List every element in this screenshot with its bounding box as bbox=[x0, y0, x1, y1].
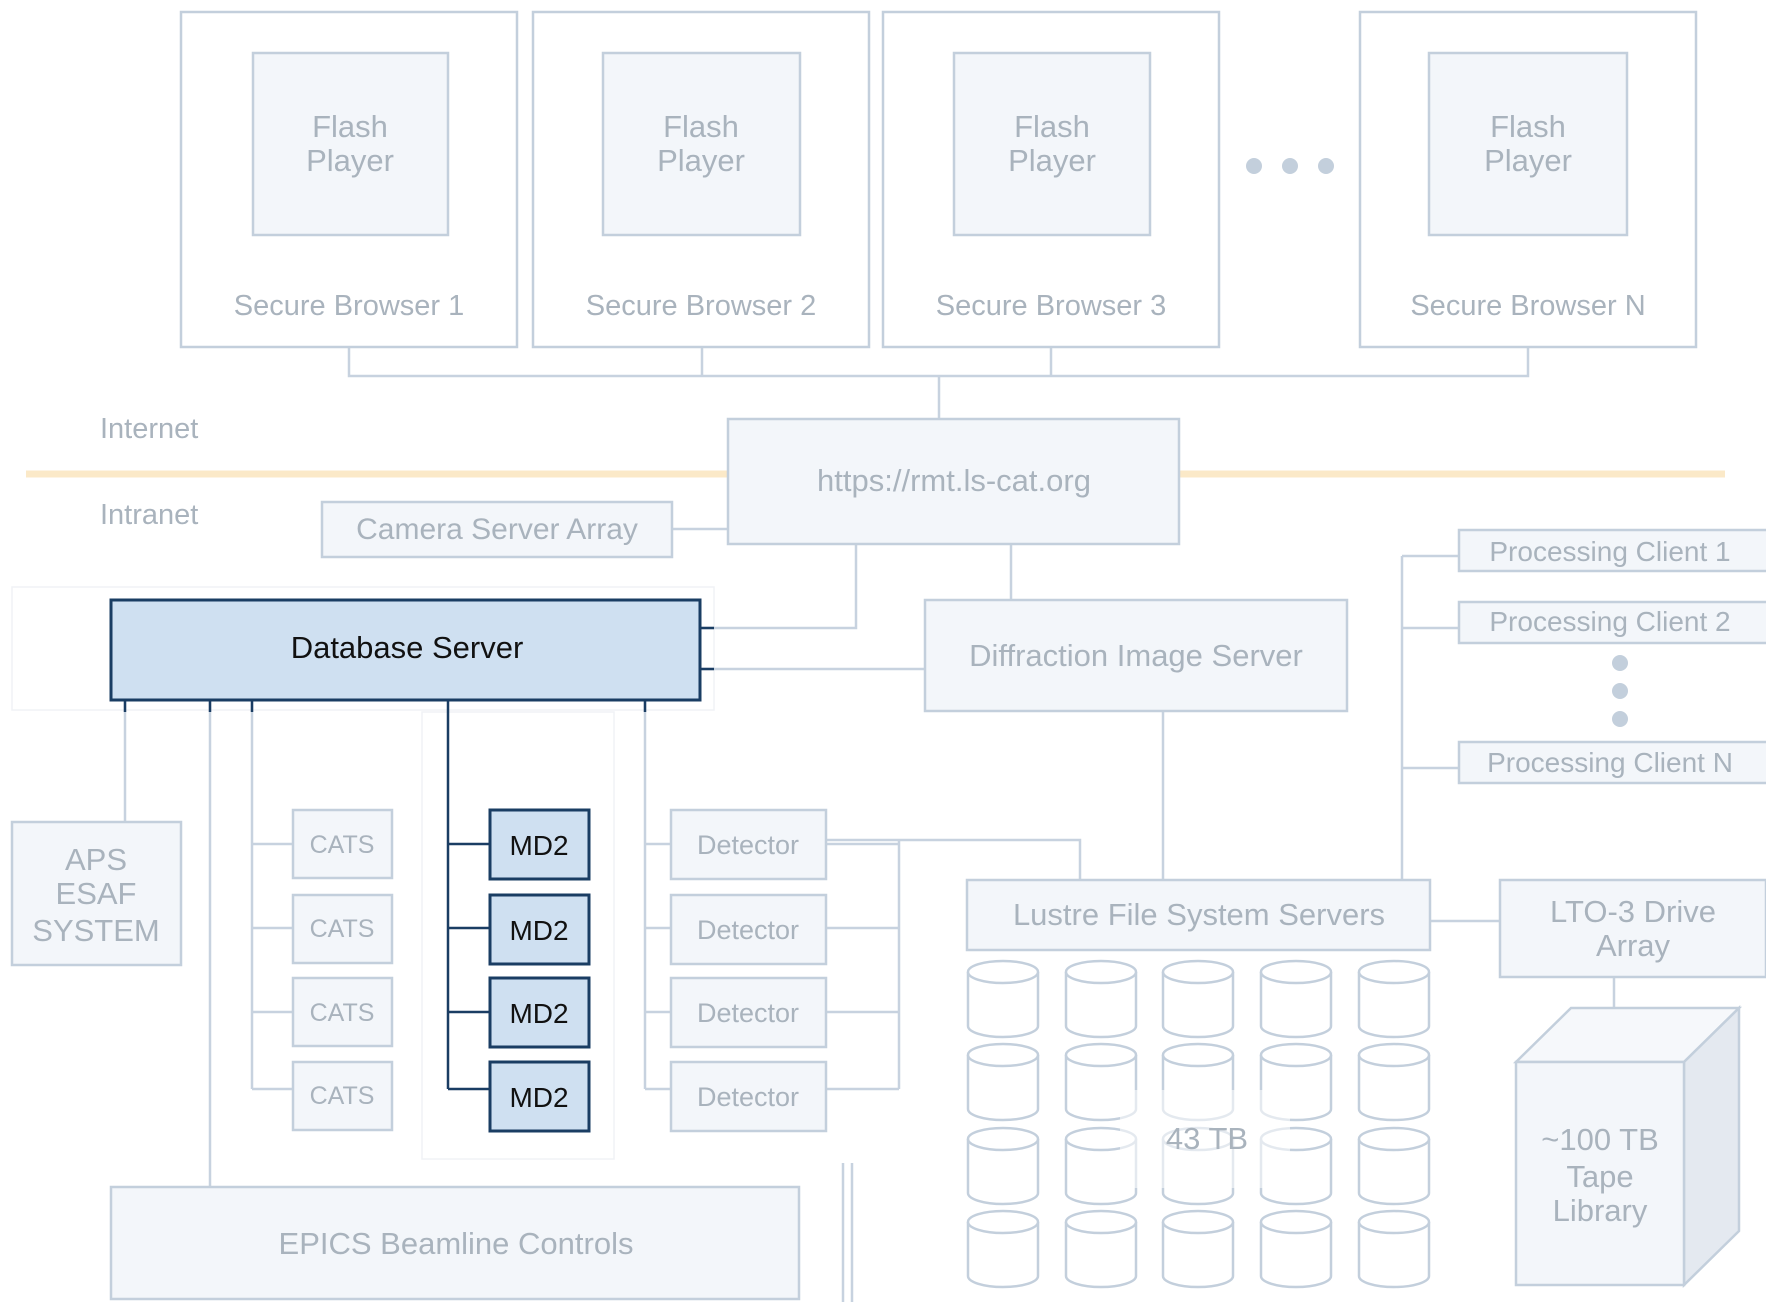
disk-capacity-label: 43 TB bbox=[1166, 1121, 1248, 1156]
intranet-zone-label: Intranet bbox=[100, 499, 198, 531]
processing-client-label: Processing Client N bbox=[1487, 747, 1733, 778]
database-server[interactable]: Database Server bbox=[109, 598, 702, 702]
detector-4[interactable]: Detector bbox=[669, 1060, 828, 1133]
flash-player-label: Flash bbox=[663, 109, 739, 144]
network-connectors bbox=[123, 347, 1616, 1302]
detector-2[interactable]: Detector bbox=[669, 893, 828, 966]
md2-diffractometer-3[interactable]: MD2 bbox=[488, 976, 591, 1049]
disk-storage-array bbox=[966, 959, 1431, 1289]
disk-cylinder bbox=[966, 1042, 1040, 1122]
more-browsers-ellipsis bbox=[1246, 158, 1334, 174]
tape-library[interactable]: ~100 TB Tape Library bbox=[1512, 1005, 1743, 1288]
epics-beamline-controls[interactable]: EPICS Beamline Controls bbox=[109, 1185, 801, 1301]
detector-3[interactable]: Detector bbox=[669, 976, 828, 1049]
lustre-label: Lustre File System Servers bbox=[1013, 897, 1385, 932]
aps-esaf-label: ESAF bbox=[56, 876, 137, 911]
processing-client-label: Processing Client 2 bbox=[1489, 606, 1730, 637]
md2-label: MD2 bbox=[509, 1082, 568, 1113]
md2-diffractometer-1[interactable]: MD2 bbox=[488, 808, 591, 881]
disk-cylinder bbox=[1259, 959, 1333, 1039]
tape-library-label: Library bbox=[1553, 1193, 1648, 1228]
tape-library-label: Tape bbox=[1566, 1159, 1633, 1194]
aps-esaf-system[interactable]: APS ESAF SYSTEM bbox=[10, 820, 183, 967]
disk-cylinder bbox=[966, 959, 1040, 1039]
processing-client-label: Processing Client 1 bbox=[1489, 536, 1730, 567]
aps-esaf-label: APS bbox=[65, 842, 127, 877]
md2-diffractometer-2[interactable]: MD2 bbox=[488, 893, 591, 966]
disk-cylinder bbox=[966, 1209, 1040, 1289]
cats-robot-2[interactable]: CATS bbox=[291, 893, 394, 965]
aps-esaf-label: SYSTEM bbox=[32, 913, 159, 948]
detector-1[interactable]: Detector bbox=[669, 808, 828, 881]
lto3-drive-array[interactable]: LTO-3 Drive Array bbox=[1498, 878, 1766, 979]
internet-zone-label: Internet bbox=[100, 413, 198, 445]
detector-label: Detector bbox=[697, 830, 799, 860]
detector-label: Detector bbox=[697, 998, 799, 1028]
cats-robot-1[interactable]: CATS bbox=[291, 808, 394, 880]
secure-browser-3[interactable]: Flash Player Secure Browser 3 bbox=[881, 10, 1221, 349]
detector-label: Detector bbox=[697, 915, 799, 945]
cats-label: CATS bbox=[310, 1082, 375, 1110]
detector-label: Detector bbox=[697, 1082, 799, 1112]
secure-browser-n[interactable]: Flash Player Secure Browser N bbox=[1358, 10, 1698, 349]
md2-label: MD2 bbox=[509, 830, 568, 861]
more-clients-ellipsis bbox=[1612, 655, 1628, 727]
disk-cylinder bbox=[1357, 1126, 1431, 1206]
secure-browser-label: Secure Browser 2 bbox=[586, 290, 817, 322]
flash-player-box bbox=[251, 51, 450, 237]
flash-player-box bbox=[952, 51, 1152, 237]
cats-label: CATS bbox=[310, 915, 375, 943]
secure-browser-label: Secure Browser 1 bbox=[234, 290, 465, 322]
disk-capacity-label-group: 43 TB bbox=[1120, 1090, 1290, 1188]
epics-label: EPICS Beamline Controls bbox=[279, 1226, 634, 1261]
flash-player-label: Player bbox=[657, 143, 745, 178]
database-server-label: Database Server bbox=[291, 630, 524, 665]
disk-cylinder bbox=[1064, 1126, 1138, 1206]
disk-cylinder bbox=[1259, 1209, 1333, 1289]
processing-client-2[interactable]: Processing Client 2 bbox=[1457, 600, 1766, 645]
disk-cylinder bbox=[1357, 1209, 1431, 1289]
flash-player-label: Player bbox=[1008, 143, 1096, 178]
web-server-url: https://rmt.ls-cat.org bbox=[817, 463, 1091, 498]
flash-player-box bbox=[1427, 51, 1629, 237]
secure-browser-label: Secure Browser N bbox=[1410, 290, 1645, 322]
lustre-file-system-servers[interactable]: Lustre File System Servers bbox=[965, 878, 1432, 952]
flash-player-label: Flash bbox=[1014, 109, 1090, 144]
cats-label: CATS bbox=[310, 999, 375, 1027]
flash-player-box bbox=[601, 51, 802, 237]
lto-label: Array bbox=[1596, 928, 1671, 963]
camera-server-array[interactable]: Camera Server Array bbox=[320, 500, 674, 559]
secure-browser-label: Secure Browser 3 bbox=[936, 290, 1167, 322]
disk-cylinder bbox=[1064, 959, 1138, 1039]
flash-player-label: Flash bbox=[312, 109, 388, 144]
md2-diffractometer-4[interactable]: MD2 bbox=[488, 1060, 591, 1133]
disk-cylinder bbox=[1357, 1042, 1431, 1122]
md2-label: MD2 bbox=[509, 998, 568, 1029]
flash-player-label: Player bbox=[1484, 143, 1572, 178]
flash-player-label: Flash bbox=[1490, 109, 1566, 144]
web-server[interactable]: https://rmt.ls-cat.org bbox=[726, 417, 1181, 546]
diffraction-image-server[interactable]: Diffraction Image Server bbox=[923, 598, 1349, 713]
secure-browser-2[interactable]: Flash Player Secure Browser 2 bbox=[531, 10, 871, 349]
disk-cylinder bbox=[1357, 959, 1431, 1039]
diffraction-server-label: Diffraction Image Server bbox=[969, 638, 1303, 673]
camera-server-label: Camera Server Array bbox=[356, 513, 638, 546]
secure-browser-1[interactable]: Flash Player Secure Browser 1 bbox=[179, 10, 519, 349]
lto-label: LTO-3 Drive bbox=[1550, 894, 1716, 929]
disk-cylinder bbox=[1161, 1209, 1235, 1289]
cats-robot-4[interactable]: CATS bbox=[291, 1060, 394, 1132]
disk-cylinder bbox=[1064, 1209, 1138, 1289]
md2-label: MD2 bbox=[509, 915, 568, 946]
cats-robot-3[interactable]: CATS bbox=[291, 976, 394, 1048]
disk-cylinder bbox=[1064, 1042, 1138, 1122]
cats-label: CATS bbox=[310, 831, 375, 859]
processing-client-1[interactable]: Processing Client 1 bbox=[1457, 528, 1766, 573]
disk-cylinder bbox=[966, 1126, 1040, 1206]
processing-client-n[interactable]: Processing Client N bbox=[1457, 740, 1766, 785]
flash-player-label: Player bbox=[306, 143, 394, 178]
disk-cylinder bbox=[1161, 959, 1235, 1039]
tape-library-label: ~100 TB bbox=[1541, 1122, 1659, 1157]
